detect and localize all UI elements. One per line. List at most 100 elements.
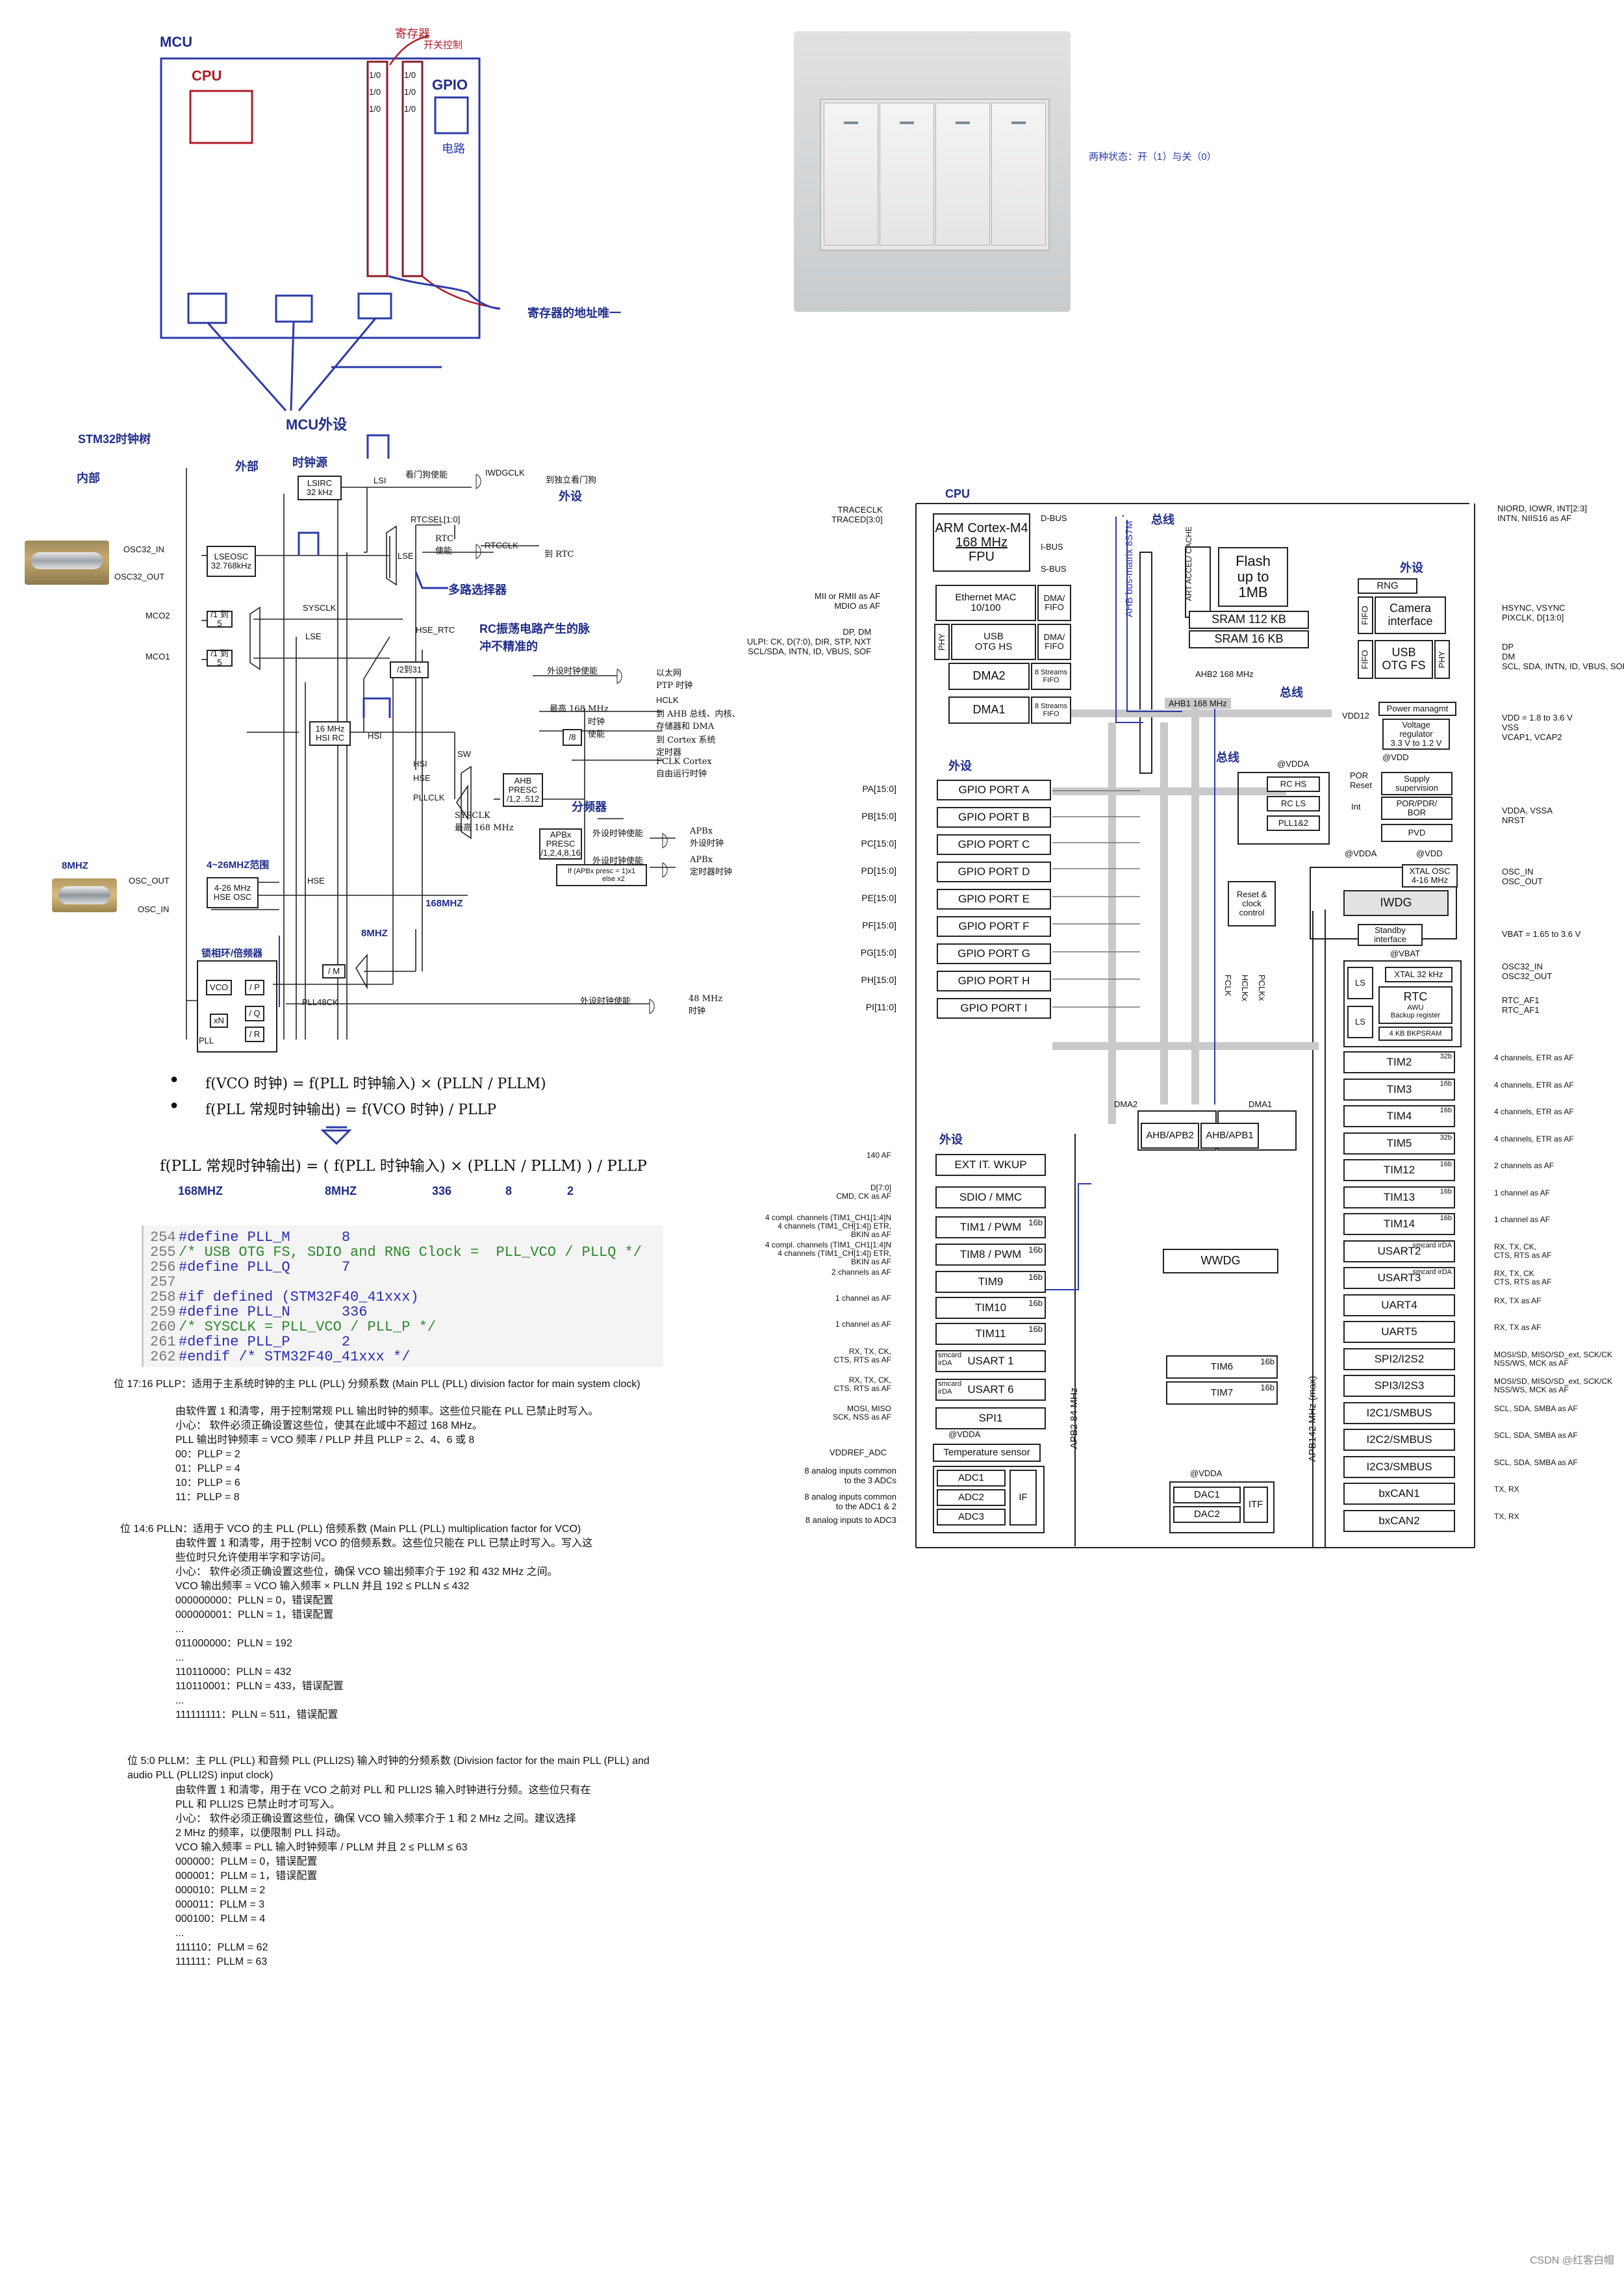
flash-box: Flash up to 1MB [1218, 547, 1288, 607]
tim6-label: TIM6 [1210, 1361, 1234, 1372]
dbus-label: D-BUS [1041, 513, 1067, 523]
awu-label: AWU [1407, 1003, 1424, 1012]
dma2-streams: 8 Streams FIFO [1031, 663, 1071, 690]
apb1-peripheral-name: I2C1/SMBUS [1366, 1406, 1432, 1419]
camera-signals: HSYNC, VSYNC PIXCLK, D[13:0] [1502, 603, 1566, 622]
apb2-signal-label: 2 channels as AF [831, 1268, 891, 1277]
sw-label: SW [457, 749, 471, 759]
apb1-peripheral-bits: 32b [1440, 1133, 1452, 1142]
lsi-label: LSI [374, 476, 387, 485]
register-line: VCO 输出频率 = VCO 输入频率 × PLLN 并且 192 ≤ PLLN… [175, 1581, 470, 1592]
xtal32-box: XTAL 32 kHz [1385, 967, 1453, 982]
dac-vdda: @VDDA [1190, 1468, 1223, 1478]
rtc-af-pins: RTC_AF1 RTC_AF1 [1502, 995, 1540, 1015]
usbfs-fifo-label: FIFO [1360, 650, 1370, 669]
at-vdda-2: @VDDA [1345, 849, 1377, 858]
apb1-signal-label: 2 channels as AF [1494, 1161, 1554, 1170]
hsirc-box: 16 MHz HSI RC [309, 721, 351, 746]
register-line: ... [175, 1652, 184, 1663]
tim7-label: TIM7 [1210, 1386, 1234, 1398]
hclk-desc: 到 AHB 总线、内核、 存储器和 DMA [656, 709, 741, 732]
apb1-peripheral-bits: 32b [1440, 1053, 1452, 1060]
cortex-fpu: FPU [969, 550, 995, 564]
register-line: 111111：PLLM = 63 [175, 1956, 268, 1967]
apb1-peripheral-name: USART3 [1377, 1271, 1421, 1284]
osc32-out-label: OSC32_OUT [114, 572, 165, 581]
vdd12-label: VDD12 [1342, 711, 1369, 721]
register-line: 000100：PLLM = 4 [175, 1913, 266, 1924]
iwdgclk-label: IWDGCLK [485, 468, 525, 478]
register-line: 由软件置 1 和清零，用于控制常规 PLL 输出时钟的频率。这些位只能在 PLL… [175, 1406, 599, 1417]
usbfs-fifo: FIFO [1358, 640, 1373, 679]
register-line: 000000001：PLLN = 1，错误配置 [175, 1609, 334, 1620]
hse-crystal-photo [52, 878, 117, 912]
apb2-peripheral-name: TIM10 [974, 1301, 1007, 1314]
apb1-signal-label: 4 channels, ETR as AF [1494, 1134, 1574, 1143]
gpio-port-box: GPIO PORT F [937, 916, 1051, 937]
vco-box: VCO [206, 980, 232, 995]
apb2-signal-label: 1 channel as AF [835, 1294, 891, 1303]
apb2-peripheral-name: TIM1 / PWM [959, 1221, 1022, 1233]
gpio-pin-label: PA[15:0] [862, 784, 896, 794]
plln-title: 位 14:6 PLLN：适用于 VCO 的主 PLL (PLL) 倍频系数 (M… [120, 1524, 581, 1535]
gpio-pin-label: PF[15:0] [862, 920, 896, 930]
register-line: 11：PLLP = 8 [175, 1492, 240, 1503]
code-line: 259#define PLL_N 336 [150, 1304, 642, 1320]
apb1-peripheral-bits: 16b [1440, 1160, 1452, 1168]
register-line: 111111111：PLLN = 511，错误配置 [175, 1709, 338, 1720]
apb2-signal-label: RX, TX, CK, CTS, RTS as AF [833, 1347, 891, 1364]
outer-label: 外部 [235, 460, 259, 473]
ls-box-2: LS [1347, 1006, 1373, 1038]
usb-otg-hs-box: USB OTG HS [951, 624, 1036, 660]
apb1-peripheral-box: I2C2/SMBUS [1343, 1429, 1455, 1451]
usbfs-phy-label: PHY [1436, 650, 1447, 669]
cortex-freq: 168 MHz [955, 535, 1008, 550]
apb2-peripheral-name: TIM9 [978, 1275, 1004, 1288]
mux-note: 多路选择器 [448, 583, 507, 596]
apb1-signal-label: TX, RX [1494, 1511, 1519, 1521]
to-48mhz: 48 MHz 时钟 [689, 994, 723, 1016]
bus-label-1: 总线 [1151, 513, 1174, 526]
register-line: 110110000：PLLN = 432 [175, 1667, 292, 1678]
gpio-pin-label: PH[15:0] [861, 975, 896, 985]
dma1-arrow-label: DMA1 [1249, 1099, 1273, 1109]
ibus-label: I-BUS [1041, 542, 1063, 552]
register-label: 寄存器 [395, 27, 430, 40]
apb1-peripheral-name: I2C3/SMBUS [1366, 1460, 1432, 1473]
switch-note: 两种状态：开（1）与关（0） [1089, 151, 1217, 162]
adc-signals-1: 8 analog inputs common to the 3 ADCs [804, 1466, 896, 1485]
pllp-lines: 由软件置 1 和清零，用于控制常规 PLL 输出时钟的频率。这些位只能在 PLL… [175, 1405, 656, 1505]
cortex-name: ARM Cortex-M4 [935, 521, 1028, 535]
div-p-box: / P [245, 980, 264, 995]
apb1-peripheral-box: SPI3/I2S3 [1343, 1375, 1455, 1397]
eth-dma-fifo: DMA/ FIFO [1037, 585, 1071, 621]
divider-note: 分频器 [572, 800, 607, 813]
dma1-streams: 8 Streams FIFO [1031, 696, 1071, 724]
clock-src-group [1237, 772, 1330, 845]
pclkx-label: PCLKx [1257, 975, 1267, 1001]
apb2-peripheral-name: TIM11 [975, 1327, 1006, 1340]
apb1-signal-label: RX, TX, CK CTS, RTS as AF [1494, 1269, 1552, 1286]
vdd-range: VDD = 1.8 to 3.6 V VSS VCAP1, VCAP2 [1502, 713, 1573, 742]
mco1-div: /1 到 5 [207, 648, 233, 667]
sysclk-max: SYSCLK 最高 168 MHz [455, 811, 514, 833]
apb2-peripheral-mode: smcard irDA [938, 1351, 962, 1367]
standby-interface-box: Standby interface [1358, 924, 1423, 946]
iwdg-box: IWDG [1343, 890, 1449, 916]
int-label: Int [1351, 802, 1361, 811]
apb1-signal-label: RX, TX as AF [1494, 1296, 1542, 1305]
apb1-signal-label: SCL, SDA, SMBA as AF [1494, 1403, 1578, 1413]
apb1-peripheral-name: I2C2/SMBUS [1366, 1433, 1432, 1446]
dac1-box: DAC1 [1173, 1487, 1241, 1503]
apb2-peripheral-bits: 16b [1028, 1245, 1043, 1255]
lse-label: LSE [398, 551, 414, 561]
apbx-condition: If (APBx presc = 1)x1 else x2 [556, 864, 647, 886]
circuit-label: 电路 [442, 142, 465, 155]
